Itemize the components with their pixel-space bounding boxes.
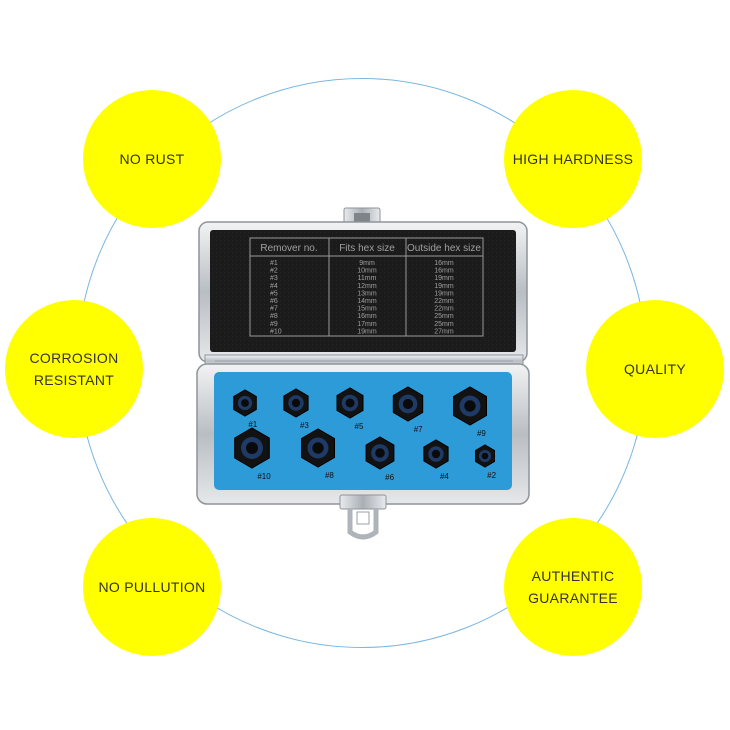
spec-cell: 27mm (434, 328, 454, 335)
spec-cell: #3 (270, 275, 278, 282)
spec-cell: 19mm (434, 283, 454, 290)
spec-cell: #2 (270, 268, 278, 275)
socket-label: #9 (477, 429, 486, 438)
feature-authentic-guarantee-label: AUTHENTIC GUARANTEE (528, 568, 618, 606)
spec-header: Outside hex size (407, 243, 481, 254)
spec-cell: 14mm (357, 298, 377, 305)
bottom-latch[interactable] (339, 494, 387, 540)
spec-table: Remover no. Fits hex size Outside hex size… (249, 237, 484, 337)
feature-no-rust-label: NO RUST (119, 151, 185, 167)
socket-label: #3 (300, 421, 309, 430)
socket-label: #7 (414, 425, 423, 434)
socket-label: #5 (355, 422, 364, 431)
spec-cell: 19mm (434, 290, 454, 297)
feature-no-rust: NO RUST (83, 90, 221, 228)
socket-label: #10 (257, 472, 271, 481)
socket[interactable]: #6 (365, 436, 395, 482)
feature-high-hardness: HIGH HARDNESS (504, 90, 642, 228)
case-base[interactable]: #1 #3 #5 #7 #9 #10 #8 #6 #4 #2 (196, 363, 530, 505)
spec-cell: #10 (270, 328, 282, 335)
spec-cell: 12mm (357, 283, 377, 290)
spec-cell: 19mm (434, 275, 454, 282)
feature-quality-label: QUALITY (623, 361, 686, 377)
socket[interactable]: #5 (336, 387, 364, 431)
socket-label: #4 (440, 472, 449, 481)
feature-authentic-guarantee: AUTHENTIC GUARANTEE (504, 518, 642, 656)
case-lid[interactable] (198, 221, 528, 363)
socket[interactable]: #7 (392, 386, 424, 434)
socket-label: #8 (325, 471, 334, 480)
spec-cell: 15mm (357, 306, 377, 313)
socket[interactable]: #4 (423, 439, 449, 481)
spec-cell: #5 (270, 290, 278, 297)
socket-label: #1 (248, 420, 257, 429)
spec-cell: 25mm (434, 321, 454, 328)
feature-quality: QUALITY (586, 300, 724, 438)
spec-cell: 16mm (434, 260, 454, 267)
spec-cell: #7 (270, 306, 278, 313)
feature-high-hardness-label: HIGH HARDNESS (512, 151, 634, 167)
spec-cell: 17mm (357, 321, 377, 328)
spec-header: Remover no. (260, 243, 317, 254)
socket-label: #6 (385, 473, 394, 482)
feature-corrosion-resistant-label: CORROSION RESISTANT (29, 350, 119, 388)
spec-cell: #8 (270, 313, 278, 320)
spec-cell: 10mm (357, 268, 377, 275)
socket[interactable]: #2 (475, 444, 497, 480)
socket[interactable]: #10 (234, 427, 272, 481)
socket[interactable]: #1 (233, 389, 258, 429)
spec-cell: #4 (270, 283, 278, 290)
socket-label: #2 (487, 471, 496, 480)
feature-no-pullution: NO PULLUTION (83, 518, 221, 656)
spec-header: Fits hex size (339, 243, 395, 254)
socket[interactable]: #9 (453, 386, 487, 438)
socket[interactable]: #3 (283, 388, 309, 430)
spec-cell: 25mm (434, 313, 454, 320)
spec-cell: 22mm (434, 298, 454, 305)
spec-cell: #9 (270, 321, 278, 328)
spec-cell: 9mm (359, 260, 375, 267)
spec-cell: 22mm (434, 306, 454, 313)
spec-cell: 16mm (357, 313, 377, 320)
socket[interactable]: #8 (301, 428, 335, 480)
spec-cell: #6 (270, 298, 278, 305)
spec-cell: 16mm (434, 268, 454, 275)
feature-corrosion-resistant: CORROSION RESISTANT (5, 300, 143, 438)
spec-cell: 19mm (357, 328, 377, 335)
spec-cell: 11mm (358, 275, 377, 282)
feature-no-pullution-label: NO PULLUTION (98, 579, 206, 595)
spec-cell: #1 (270, 260, 278, 267)
spec-cell: 13mm (357, 290, 377, 297)
